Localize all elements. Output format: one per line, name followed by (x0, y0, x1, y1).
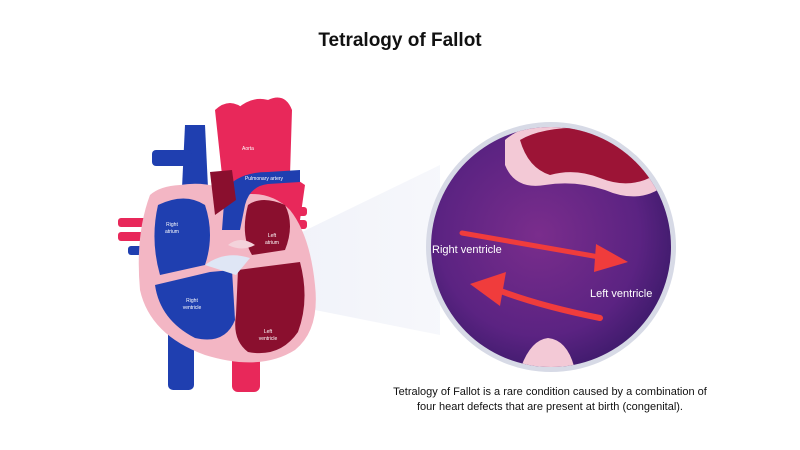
valve-left (228, 240, 255, 249)
right-atrium (154, 198, 210, 275)
label-left-ventricle-1: Left (264, 329, 273, 335)
caption-line-2: four heart defects that are present at b… (417, 401, 683, 413)
label-right-ventricle-1: Right (186, 298, 198, 304)
pulmonary-artery (222, 170, 300, 230)
label-zoom-left-ventricle: Left ventricle (590, 288, 652, 300)
aorta-arch (238, 98, 288, 175)
label-right-atrium-2: atrium (165, 229, 179, 235)
left-atrium (244, 200, 290, 255)
page-title: Tetralogy of Fallot (318, 30, 482, 51)
label-aorta: Aorta (242, 146, 254, 152)
caption-line-1: Tetralogy of Fallot is a rare condition … (393, 386, 707, 398)
lens-bottom-blob (520, 338, 575, 367)
label-left-ventricle-2: ventricle (259, 336, 278, 342)
label-right-atrium-1: Right (166, 222, 178, 228)
arrow-right-head (594, 244, 628, 272)
arrow-left-head (470, 272, 506, 306)
label-right-ventricle-2: ventricle (183, 305, 202, 311)
label-left-atrium-1: Left (268, 233, 277, 239)
arrow-right-flow (459, 230, 608, 261)
aortic-root (210, 170, 236, 215)
label-pulmonary-artery: Pulmonary artery (245, 176, 284, 182)
label-zoom-right-ventricle: Right ventricle (432, 244, 502, 256)
right-ventricle (155, 270, 235, 340)
left-ventricle (235, 262, 305, 354)
label-left-atrium-2: atrium (265, 240, 279, 246)
arrow-left-flow (495, 287, 603, 321)
vena-cava-branch (152, 150, 192, 166)
caption: Tetralogy of Fallot is a rare condition … (380, 385, 720, 415)
septum (205, 255, 250, 275)
